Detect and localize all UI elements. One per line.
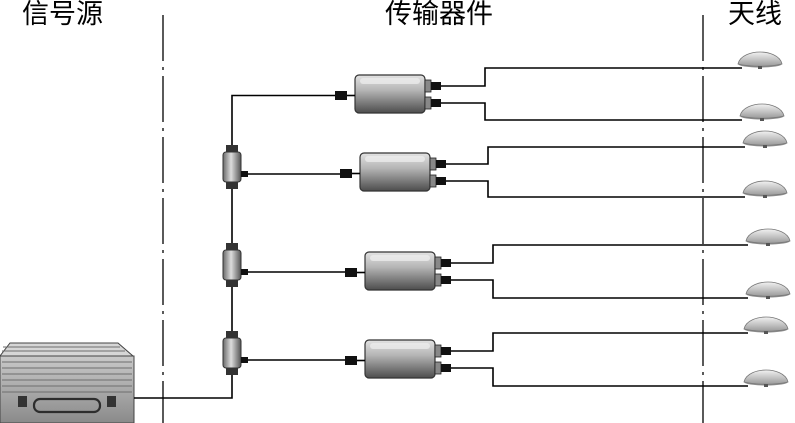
antenna-cable-6 <box>451 279 748 299</box>
device-output-connector-1 <box>441 259 451 267</box>
trunk-cable-top <box>231 94 335 145</box>
antenna-cable-2 <box>441 102 742 121</box>
antenna-icon <box>743 316 789 334</box>
device-input-connector <box>345 268 357 277</box>
device-body <box>354 74 426 114</box>
antenna-dome <box>742 130 788 146</box>
device-input-connector <box>345 356 357 365</box>
antenna-stem <box>758 66 762 69</box>
antenna-stem <box>766 243 770 246</box>
case-latch-right <box>107 396 116 407</box>
antenna-stem <box>764 331 768 334</box>
device-output-port-1 <box>434 256 442 270</box>
antenna-stem <box>760 118 764 121</box>
splitter-side-port <box>241 171 248 177</box>
device-output-connector-2 <box>441 364 451 372</box>
signal-source-case <box>0 342 135 423</box>
case-ridges <box>2 346 132 393</box>
antenna-cable-1 <box>441 67 742 87</box>
splitter-side-port <box>241 357 248 363</box>
case-top <box>0 342 135 357</box>
antenna-icon <box>742 180 788 198</box>
antenna-dome <box>737 51 783 67</box>
signal-source-heading: 信号源 <box>22 0 103 30</box>
splitter-cap-bottom <box>226 368 238 375</box>
splitter-3 <box>222 331 248 375</box>
transmission-device-2 <box>340 152 446 192</box>
antenna-dome <box>743 369 789 385</box>
device-output-port-2 <box>429 174 437 188</box>
splitter-cap-top <box>226 243 238 250</box>
antenna-cable-8 <box>451 367 748 387</box>
antenna-icon <box>743 369 789 387</box>
device-output-port-1 <box>434 344 442 358</box>
transmission-device-1 <box>335 74 441 114</box>
antenna-icon <box>745 228 791 246</box>
device-highlight <box>370 255 430 261</box>
device-body <box>359 152 431 192</box>
antenna-stem <box>763 195 767 198</box>
device-output-port-1 <box>424 79 432 93</box>
antenna-icon <box>742 130 788 148</box>
case-handle <box>32 397 102 414</box>
antenna-icon <box>739 103 785 121</box>
device-body <box>364 339 436 379</box>
device-input-connector <box>340 169 352 178</box>
device-highlight <box>360 78 420 84</box>
splitter-cap-top <box>226 331 238 338</box>
splitter-body <box>222 249 242 281</box>
device-output-connector-1 <box>436 160 446 168</box>
transmission-device-4 <box>345 339 451 379</box>
antenna-icon <box>745 281 791 299</box>
antenna-cable-7 <box>451 332 748 352</box>
case-latch-left <box>18 396 27 407</box>
splitter-cap-bottom <box>226 182 238 189</box>
device-input-connector <box>335 91 347 100</box>
splitter-cap-bottom <box>226 280 238 287</box>
antenna-dome <box>745 228 791 244</box>
device-highlight <box>365 156 425 162</box>
antenna-stem <box>763 145 767 148</box>
antenna-icon <box>737 51 783 69</box>
trunk-cable-source <box>134 375 233 399</box>
antenna-stem <box>766 296 770 299</box>
transmission-device-3 <box>345 251 451 291</box>
antenna-dome <box>745 281 791 297</box>
device-output-port-2 <box>434 273 442 287</box>
splitter-side-port <box>241 269 248 275</box>
splitter-body <box>222 151 242 183</box>
transmission-devices-heading: 传输器件 <box>385 0 493 30</box>
device-body <box>364 251 436 291</box>
device-output-port-2 <box>424 96 432 110</box>
antenna-dome <box>742 180 788 196</box>
splitter-1 <box>222 145 248 189</box>
antenna-dome <box>743 316 789 332</box>
antenna-cable-5 <box>451 244 748 264</box>
device-output-port-1 <box>429 157 437 171</box>
antenna-cable-4 <box>446 180 745 198</box>
device-highlight <box>370 343 430 349</box>
antenna-stem <box>764 384 768 387</box>
antenna-cable-3 <box>446 146 745 165</box>
device-output-connector-2 <box>431 99 441 107</box>
device-output-port-2 <box>434 361 442 375</box>
antennas-heading: 天线 <box>728 0 782 30</box>
splitter-2 <box>222 243 248 287</box>
device-output-connector-2 <box>441 276 451 284</box>
device-output-connector-2 <box>436 177 446 185</box>
splitter-cap-top <box>226 145 238 152</box>
device-output-connector-1 <box>441 347 451 355</box>
device-output-connector-1 <box>431 82 441 90</box>
splitter-body <box>222 337 242 369</box>
antenna-dome <box>739 103 785 119</box>
